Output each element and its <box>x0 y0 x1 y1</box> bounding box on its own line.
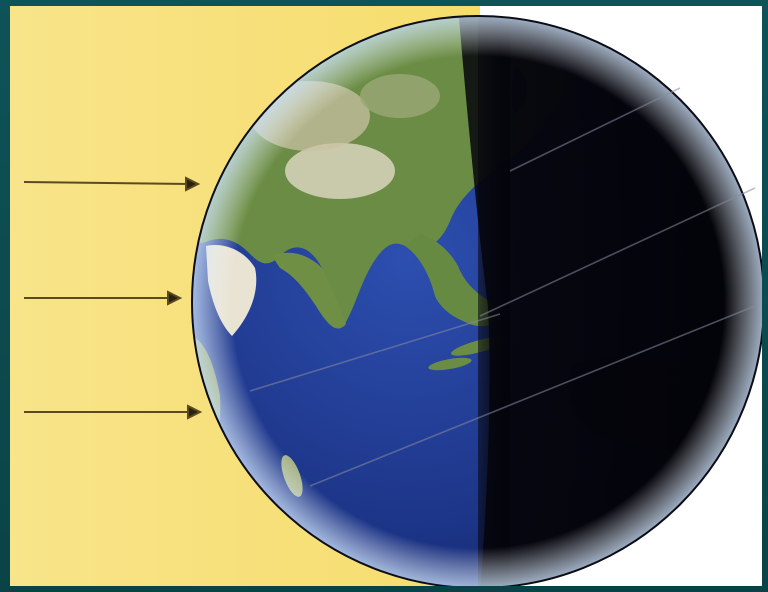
arrowhead-icon <box>185 176 201 192</box>
latitude-line <box>479 187 756 317</box>
earth-daylight-diagram <box>10 6 762 586</box>
latitude-line <box>309 305 756 487</box>
sun-ray-arrows <box>23 176 203 420</box>
arrowhead-icon <box>167 290 183 306</box>
latitude-line <box>249 313 501 392</box>
atmosphere-glow <box>192 16 762 586</box>
latitude-line <box>509 87 681 172</box>
sun-ray-arrow-top <box>23 181 191 185</box>
diagram-panel <box>10 6 762 586</box>
latitude-lines <box>249 87 756 487</box>
globe-outline <box>191 15 762 586</box>
arrowhead-icon <box>187 404 203 420</box>
